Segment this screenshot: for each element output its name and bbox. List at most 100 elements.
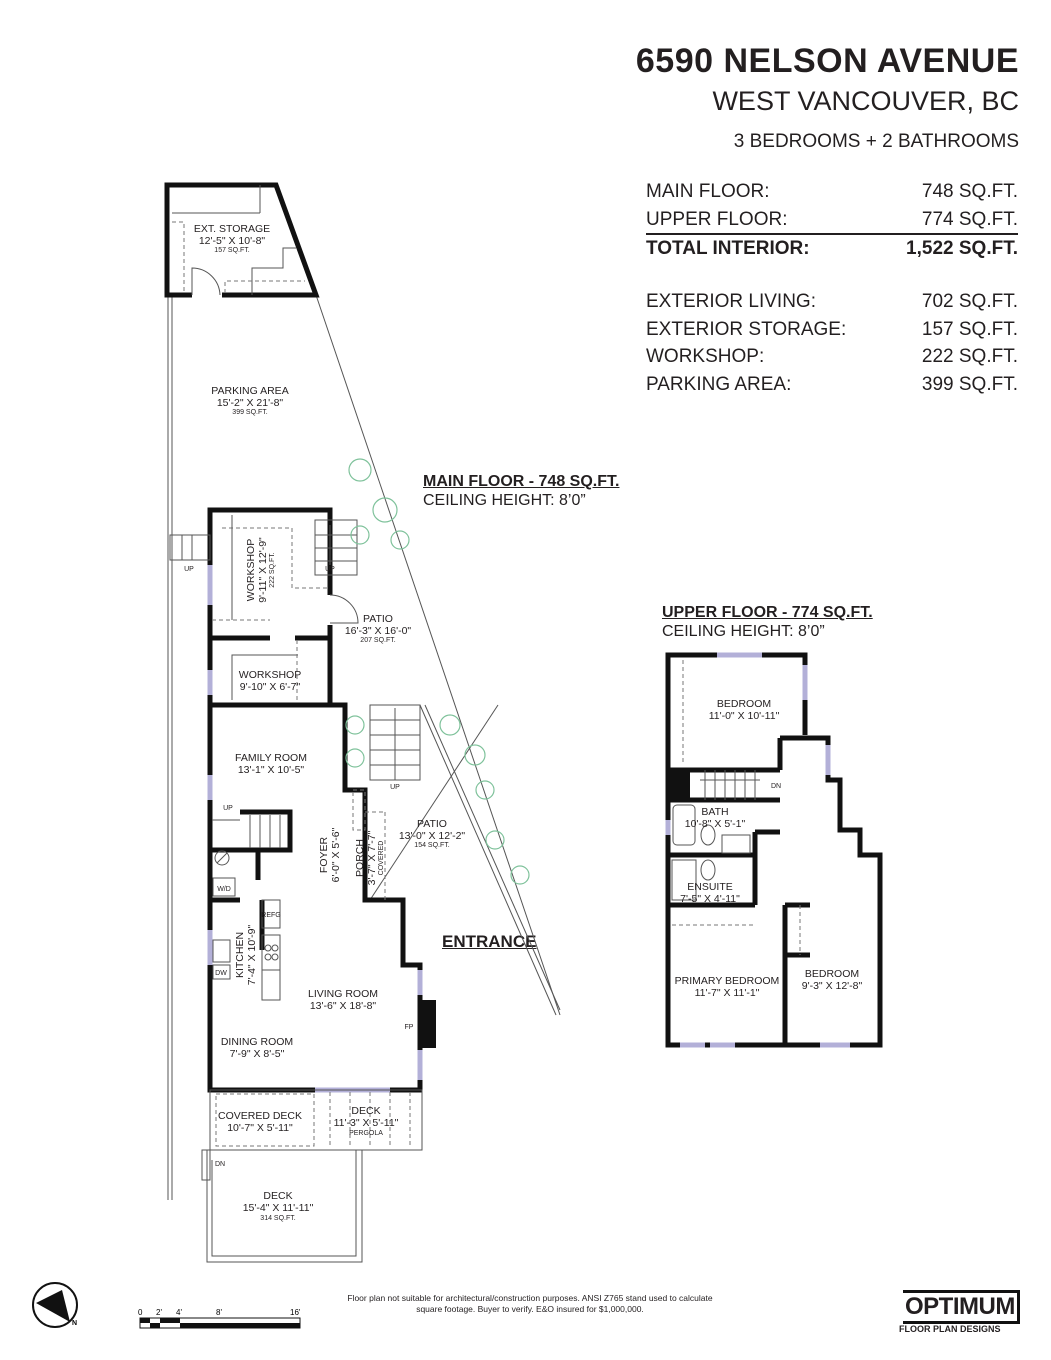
- room-dims: 6'-0" X 5'-6": [330, 827, 342, 882]
- area-label: PARKING AREA:: [646, 373, 792, 395]
- room-dims: 7'-5" X 4'-11": [680, 893, 740, 905]
- decks: [201, 1089, 423, 1263]
- room-sqft: 207 SQ.FT.: [360, 637, 395, 644]
- room-name: WORKSHOP: [239, 669, 301, 681]
- room-dims: 15'-2" X 21'-8": [217, 397, 284, 409]
- room-name: BEDROOM: [717, 698, 771, 710]
- area-value: 1,522 SQ.FT.: [906, 238, 1018, 259]
- room-sqft: 399 SQ.FT.: [232, 409, 267, 416]
- fireplace-label: FP: [405, 1024, 414, 1031]
- stairs-down-label: DN: [215, 1161, 225, 1168]
- area-value: 157 SQ.FT.: [921, 318, 1018, 340]
- room-name: PARKING AREA: [211, 385, 288, 397]
- exterior-area-table: EXTERIOR LIVING: 702 SQ.FT. EXTERIOR STOR…: [646, 288, 1018, 398]
- area-row: UPPER FLOOR:774 SQ.FT.: [646, 206, 1018, 234]
- main-floor-title: MAIN FLOOR - 748 SQ.FT.: [423, 473, 620, 490]
- room-name: PRIMARY BEDROOM: [675, 975, 780, 987]
- scale-tick: 4': [176, 1308, 182, 1317]
- dishwasher-label: DW: [215, 970, 227, 977]
- workshop-block: [169, 507, 436, 1093]
- room-name: FOYER: [318, 836, 330, 873]
- room-name: PATIO: [363, 613, 393, 625]
- room-name: WORKSHOP: [245, 539, 257, 601]
- room-sqft: 157 SQ.FT.: [214, 247, 249, 254]
- area-row: PARKING AREA: 399 SQ.FT.: [646, 371, 1018, 399]
- plant-icons: [345, 458, 530, 885]
- logo-tagline: FLOOR PLAN DESIGNS: [899, 1324, 1001, 1334]
- area-value: 774 SQ.FT.: [921, 208, 1018, 230]
- room-name: DECK: [263, 1190, 292, 1202]
- stairs-up-label: UP: [325, 566, 335, 573]
- room-dims: 15'-4" X 11'-11": [243, 1202, 314, 1214]
- room-dims: 11'-3" X 5'-11": [334, 1117, 399, 1129]
- room-sqft: 314 SQ.FT.: [260, 1215, 295, 1222]
- scale-tick: 8': [216, 1308, 222, 1317]
- area-row-total: TOTAL INTERIOR: 1,522 SQ.FT.: [646, 233, 1018, 263]
- area-row: EXTERIOR LIVING: 702 SQ.FT.: [646, 288, 1018, 316]
- area-value: 222 SQ.FT.: [921, 346, 1018, 367]
- room-dims: 9'-10" X 6'-7": [240, 681, 301, 693]
- room-dims: 11'-0" X 10'-11": [709, 710, 780, 722]
- room-name: COVERED DECK: [218, 1110, 302, 1122]
- room-name: FAMILY ROOM: [235, 752, 307, 764]
- upper-floor-title: UPPER FLOOR - 774 SQ.FT.: [662, 604, 873, 621]
- room-dims: 7'-9" X 8'-5": [230, 1048, 285, 1060]
- scale-tick: 2': [156, 1308, 162, 1317]
- room-name: KITCHEN: [234, 932, 246, 978]
- upper-floor-ceiling: CEILING HEIGHT: 8’0”: [662, 623, 825, 640]
- upper-floor-heading: UPPER FLOOR - 774 SQ.FT. CEILING HEIGHT:…: [662, 603, 873, 641]
- room-dims: 13'-6" X 18'-8": [310, 1000, 377, 1012]
- area-label: TOTAL INTERIOR:: [646, 238, 810, 259]
- optimum-logo: OPTIMUM FLOOR PLAN DESIGNS: [885, 1290, 1025, 1334]
- area-row: WORKSHOP: 222 SQ.FT.: [646, 343, 1018, 371]
- room-dims: 13'-1" X 10'-5": [238, 764, 305, 776]
- room-name: EXT. STORAGE: [194, 223, 270, 235]
- north-compass-icon: N: [32, 1282, 78, 1328]
- washer-dryer-label: W/D: [217, 886, 231, 893]
- room-dims: 7'-4" X 10'-9": [246, 924, 258, 985]
- area-label: EXTERIOR LIVING:: [646, 291, 816, 312]
- ext-storage: [164, 182, 320, 298]
- scale-tick: 0: [138, 1308, 143, 1317]
- property-address: 6590 NELSON AVENUE: [635, 42, 1019, 80]
- area-value: 399 SQ.FT.: [921, 373, 1018, 395]
- room-dims: 9'-11" X 12'-9": [257, 537, 269, 603]
- scale-tick: 16': [290, 1308, 301, 1317]
- area-value: 702 SQ.FT.: [921, 291, 1018, 312]
- bed-bath-count: 3 BEDROOMS + 2 BATHROOMS: [733, 131, 1019, 152]
- area-label: EXTERIOR STORAGE:: [646, 318, 847, 340]
- room-sqft: 154 SQ.FT.: [414, 842, 449, 849]
- area-value: 748 SQ.FT.: [921, 181, 1018, 202]
- stairs-up-label: UP: [390, 784, 400, 791]
- stairs-down-label: DN: [771, 783, 781, 790]
- room-labels: EXT. STORAGE 12'-5" X 10'-8" 157 SQ.FT. …: [184, 223, 862, 1222]
- north-label: N: [72, 1320, 77, 1327]
- scale-bar: 0 2' 4' 8' 16': [138, 1308, 301, 1329]
- room-name: DINING ROOM: [221, 1036, 293, 1048]
- site-lines: [167, 294, 561, 1200]
- property-city: WEST VANCOUVER, BC: [712, 86, 1019, 116]
- room-note: COVERED: [378, 841, 385, 876]
- upper-floor-plan: [665, 652, 883, 1048]
- room-dims: 9'-3" X 12'-8": [802, 980, 863, 992]
- room-dims: 16'-3" X 16'-0": [345, 625, 412, 637]
- room-dims: 12'-5" X 10'-8": [199, 235, 266, 247]
- logo-name: OPTIMUM: [903, 1290, 1020, 1324]
- room-name: LIVING ROOM: [308, 988, 378, 1000]
- stairs-up-label: UP: [223, 805, 233, 812]
- room-dims: 11'-7" X 11'-1": [695, 987, 760, 999]
- room-name: BEDROOM: [805, 968, 859, 980]
- area-label: WORKSHOP:: [646, 346, 765, 367]
- room-name: BATH: [701, 806, 728, 818]
- room-name: ENSUITE: [687, 881, 733, 893]
- area-row: EXTERIOR STORAGE: 157 SQ.FT.: [646, 316, 1018, 344]
- disclaimer: Floor plan not suitable for architectura…: [347, 1293, 713, 1314]
- room-note: PERGOLA: [349, 1130, 383, 1137]
- room-dims: 10'-7" X 5'-11": [227, 1122, 293, 1134]
- stairs-up-label: UP: [184, 566, 194, 573]
- room-sqft: 222 SQ.FT.: [269, 552, 276, 587]
- fridge-label: REFG: [261, 912, 280, 919]
- main-floor-heading: MAIN FLOOR - 748 SQ.FT. CEILING HEIGHT: …: [423, 472, 619, 510]
- room-name: PATIO: [417, 818, 447, 830]
